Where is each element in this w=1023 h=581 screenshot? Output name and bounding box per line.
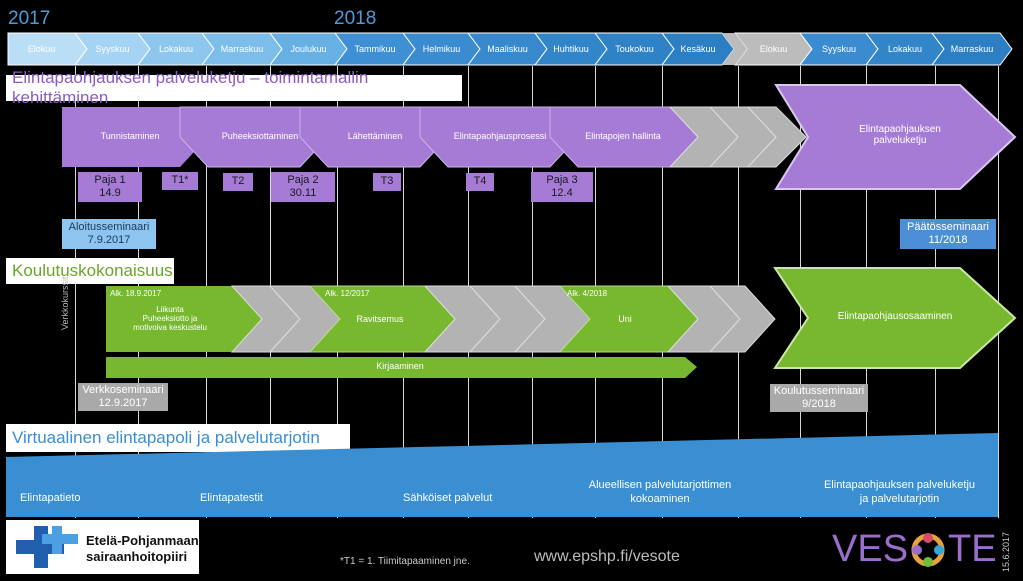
- year-2018: 2018: [334, 8, 377, 29]
- item-elintapatieto: Elintapatieto: [20, 492, 81, 504]
- section-title-virtuaalinen: Virtuaalinen elintapapoli ja palvelutarj…: [6, 424, 350, 452]
- t2-meeting: T2: [223, 173, 253, 191]
- t4-meeting: T4: [466, 173, 494, 191]
- timeline-gridline: [75, 66, 76, 518]
- t3-meeting: T3: [373, 173, 401, 191]
- course3-label: Uni: [618, 314, 632, 324]
- month-label: Marraskuu: [951, 44, 994, 54]
- month-label: Tammikuu: [354, 44, 395, 54]
- month-label: Toukokuu: [615, 44, 654, 54]
- org-cross-icon: [16, 526, 78, 568]
- vesote-logo: VES TE: [832, 528, 997, 570]
- vesote-flower-icon: [911, 532, 945, 567]
- step-elintapojen-hallinta: Elintapojen hallinta: [585, 131, 661, 141]
- section-title-koulutus: Koulutuskokonaisuus: [6, 258, 174, 284]
- course1-date: Alk. 18.9.2017: [110, 289, 162, 298]
- month-chevron: [931, 32, 1013, 66]
- month-label: Lokakuu: [888, 44, 922, 54]
- step-puheeksiottaminen: Puheeksiottaminen: [221, 131, 299, 141]
- course2-label: Ravitsemus: [356, 314, 404, 324]
- item-sahkoiset-palvelut: Sähköiset palvelut: [403, 492, 493, 504]
- item-elintapatestit: Elintapatestit: [200, 492, 263, 504]
- month-label: Marraskuu: [221, 44, 264, 54]
- timeline-gap: [722, 33, 747, 65]
- timeline-gridline: [998, 66, 999, 518]
- month-label: Maaliskuu: [487, 44, 528, 54]
- month-timeline: Elokuu Syyskuu Lokakuu Marraskuu Joulukuu Tam…: [7, 32, 1013, 66]
- kirjaaminen-label: Kirjaaminen: [376, 361, 424, 371]
- month-label: Syyskuu: [822, 44, 856, 54]
- year-2017: 2017: [8, 8, 51, 29]
- step-lahettaminen: Lähettäminen: [347, 131, 403, 141]
- palveluketju-final-label: Elintapaohjauksen palveluketju: [859, 124, 941, 146]
- month-label: Helmikuu: [423, 44, 461, 54]
- course2-date: Alk. 12/2017: [325, 289, 370, 298]
- koulutus-chevrons: [106, 267, 1017, 378]
- t1-meeting: T1*: [162, 172, 198, 190]
- month-label: Lokakuu: [159, 44, 193, 54]
- koulutus-final-label: Elintapaohjausosaaminen: [837, 311, 953, 322]
- month-label: Elokuu: [760, 44, 788, 54]
- virtual-ramp: [6, 433, 998, 517]
- section-title-palveluketju: Elintapaohjauksen palveluketju – toimint…: [6, 68, 462, 107]
- step-tunnistaminen: Tunnistaminen: [100, 131, 160, 141]
- month-label: Syyskuu: [95, 44, 129, 54]
- month-label: Elokuu: [28, 44, 56, 54]
- month-label: Joulukuu: [290, 44, 326, 54]
- month-label: Huhtikuu: [553, 44, 589, 54]
- footnote: *T1 = 1. Tiimitapaaminen jne.: [340, 556, 470, 567]
- url-text: www.epshp.fi/vesote: [534, 548, 680, 565]
- step-elintapaohjausprosessi: Elintapaohjausprosessi: [453, 131, 547, 141]
- month-label: Kesäkuu: [680, 44, 715, 54]
- date-label: 15.6.2017: [1001, 531, 1011, 572]
- course3-date: Alk. 4/2018: [567, 289, 608, 298]
- palveluketju-chevrons: [62, 84, 1017, 190]
